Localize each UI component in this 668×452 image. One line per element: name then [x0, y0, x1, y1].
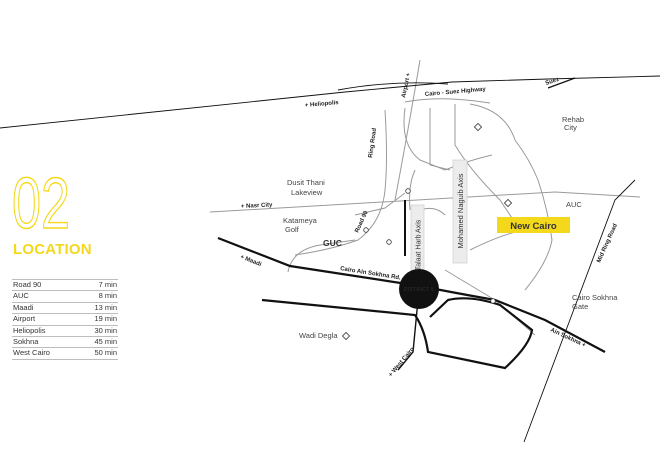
cairo-sokhna-gate-label-line2: Gate — [572, 302, 588, 311]
katameya-golf-label-line2: Golf — [285, 225, 300, 234]
district-5-circle — [399, 269, 439, 309]
distance-place: Sokhna — [12, 336, 78, 349]
auc-label: AUC — [566, 200, 582, 209]
wadi-degla-label: Wadi Degla — [299, 331, 338, 340]
rehab-city-marker[interactable] — [473, 122, 483, 132]
rehab-city-label-line1: Rehab — [562, 115, 584, 124]
distance-time: 30 min — [77, 325, 118, 338]
section-title: LOCATION — [13, 241, 92, 258]
cairo-ain-sokhna-road-west — [217, 236, 421, 288]
section-number-text: 02 — [12, 168, 70, 234]
dusit-thani-marker[interactable] — [405, 188, 411, 194]
cairo-sokhna-gate-label-line1: Cairo Sokhna — [572, 293, 618, 302]
auc-marker[interactable] — [503, 198, 513, 208]
west-cairo-label: + West Cairo — [388, 346, 416, 378]
district-5-label: DISTRICT 5 — [404, 287, 434, 293]
dusit-thani-label-line2: Lakeview — [291, 188, 323, 197]
distance-time: 45 min — [77, 336, 118, 349]
airport-road-label: Airport + — [401, 72, 412, 98]
wadi-degla-marker[interactable] — [341, 331, 351, 341]
new-cairo-badge-bg — [497, 217, 570, 233]
minor-road-spur — [409, 169, 416, 211]
mid-ring-road — [523, 179, 636, 443]
section-number: 02 — [11, 163, 72, 244]
nasr-city-road — [209, 191, 641, 213]
heliopolis-road — [0, 75, 661, 129]
distance-place: Road 90 — [12, 278, 78, 292]
distance-time: 7 min — [77, 278, 118, 292]
distance-place: West Cairo — [12, 347, 78, 360]
distance-place: Maadi — [12, 302, 78, 315]
west-cairo-loop — [261, 297, 534, 370]
new-cairo-ring — [469, 103, 553, 291]
mid-ring-road-label: Mid Ring Road — [596, 223, 619, 264]
section-number-outline: 02 — [11, 163, 70, 244]
cairo-suez-highway-label: Cairo - Suez Highway — [425, 87, 487, 98]
suez-road-label: Suez — [545, 77, 560, 87]
minor-road-top — [404, 98, 491, 104]
new-cairo-badge[interactable]: New Cairo — [497, 217, 570, 233]
suez-road — [547, 77, 576, 89]
rehab-city-label-line2: City — [564, 123, 577, 132]
distance-place: Airport — [12, 313, 78, 326]
road-90-link — [354, 192, 406, 216]
distance-time: 13 min — [77, 302, 118, 315]
nasr-city-label: + Nasr City — [241, 202, 273, 210]
guc-road — [287, 239, 356, 273]
place-markers — [341, 122, 513, 341]
guc-marker[interactable] — [386, 239, 392, 245]
minor-roads — [209, 59, 641, 336]
district-5-marker[interactable]: DISTRICT 5 — [399, 269, 439, 309]
distance-place: AUC — [12, 290, 78, 303]
ring-road — [294, 109, 387, 256]
minor-road-east — [454, 104, 521, 231]
main-roads — [0, 75, 661, 443]
distance-place: Heliopolis — [12, 325, 78, 338]
cairo-suez-highway — [337, 82, 449, 91]
talaat-harb-axis-label: Talaat Harb Axis — [416, 219, 423, 270]
west-cairo-road — [397, 299, 419, 371]
new-cairo-label: New Cairo — [510, 221, 557, 232]
mohamed-naguib-axis-label: Mohamed Naguib Axis — [456, 173, 465, 248]
distance-time: 19 min — [77, 313, 118, 326]
minor-road-inner — [429, 108, 451, 171]
minor-road-loop — [403, 107, 493, 171]
distance-time: 50 min — [77, 347, 118, 360]
katameya-golf-label-line1: Katameya — [283, 216, 318, 225]
airport-road — [394, 59, 421, 201]
mohamed-naguib-axis-box — [452, 159, 468, 264]
ring-road-label: Ring Road — [368, 127, 378, 158]
guc-label: GUC — [323, 238, 342, 248]
katameya-golf-marker[interactable] — [363, 227, 369, 233]
mohamed-naguib-axis: Mohamed Naguib Axis — [452, 159, 468, 264]
dusit-thani-label-line1: Dusit Thani — [287, 178, 325, 187]
heliopolis-label: + Heliopolis — [305, 100, 340, 109]
distance-time: 8 min — [77, 290, 118, 303]
maadi-label: + Maadi — [239, 254, 262, 268]
cairo-sokhna-gate-marker[interactable] — [490, 298, 496, 304]
